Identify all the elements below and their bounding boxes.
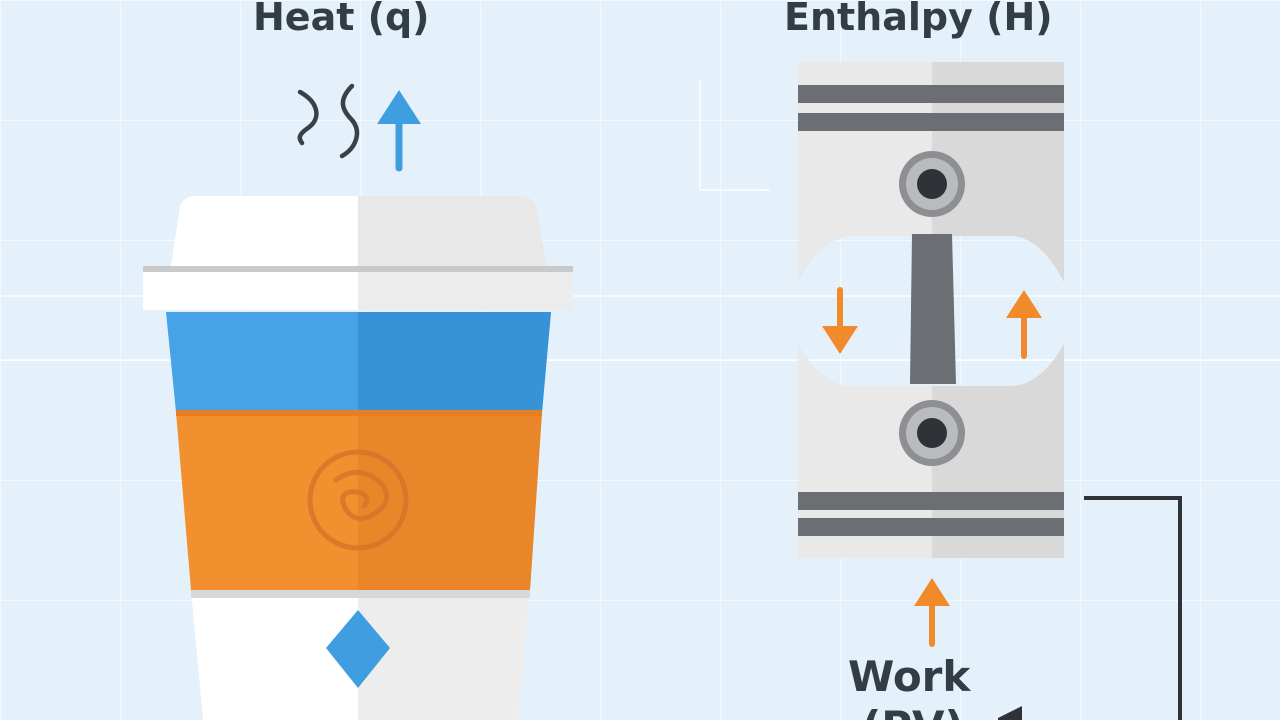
piston-ring bbox=[798, 492, 1064, 510]
coffee-cup-icon bbox=[143, 196, 573, 720]
arrow-up-icon bbox=[377, 90, 421, 172]
diamond-icon bbox=[326, 610, 390, 688]
connecting-rod bbox=[910, 234, 956, 384]
arrow-down-icon bbox=[822, 287, 858, 354]
steam-wave-icon bbox=[297, 83, 360, 159]
work-label: Work bbox=[848, 652, 971, 701]
connector-line bbox=[1084, 496, 1182, 720]
piston-ring bbox=[798, 518, 1064, 536]
piston-pin bbox=[899, 400, 965, 466]
piston-icon bbox=[798, 62, 1064, 558]
piston-ring bbox=[798, 85, 1064, 103]
arrow-up-icon bbox=[914, 578, 950, 647]
pv-label: (PV) bbox=[862, 706, 964, 720]
arrow-left-icon bbox=[998, 706, 1022, 720]
arrow-up-icon bbox=[1006, 290, 1042, 359]
piston-pin bbox=[899, 151, 965, 217]
cup-emblem bbox=[307, 449, 409, 551]
enthalpy-label: Enthalpy (H) bbox=[784, 0, 1053, 39]
piston-ring bbox=[798, 113, 1064, 131]
heat-label: Heat (q) bbox=[253, 0, 430, 39]
cup-lid-top-shade bbox=[358, 196, 548, 272]
